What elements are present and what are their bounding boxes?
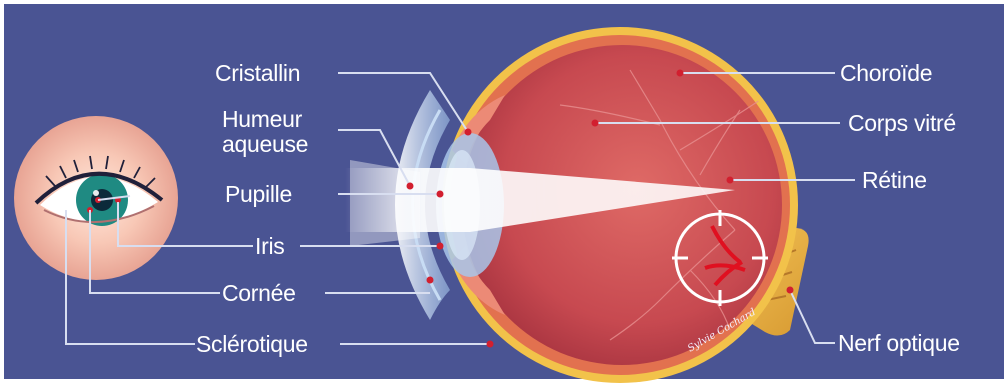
label-corps-vitre: Corps vitré (848, 110, 956, 136)
label-choroide: Choroïde (840, 60, 932, 86)
external-eye (14, 116, 178, 280)
eye-glint (93, 190, 99, 196)
marker-sclerotique (487, 341, 494, 348)
marker-nerf-optique (787, 287, 794, 294)
label-retine: Rétine (862, 167, 927, 193)
marker-pupille (437, 191, 444, 198)
label-pupille: Pupille (225, 181, 292, 207)
marker-corps-vitre (592, 120, 599, 127)
label-iris: Iris (255, 233, 284, 259)
marker-retine (727, 177, 734, 184)
marker-choroide (677, 70, 684, 77)
marker-humeur (407, 183, 414, 190)
label-cornee: Cornée (222, 280, 296, 306)
label-cristallin: Cristallin (215, 60, 300, 86)
label-humeur-line1: Humeur (222, 106, 303, 132)
marker-cornee (427, 277, 434, 284)
label-humeur-line2: aqueuse (222, 131, 308, 157)
marker-cristallin (465, 129, 472, 136)
marker-iris (437, 243, 444, 250)
label-sclerotique: Sclérotique (196, 331, 308, 357)
label-nerf-optique: Nerf optique (838, 330, 960, 356)
